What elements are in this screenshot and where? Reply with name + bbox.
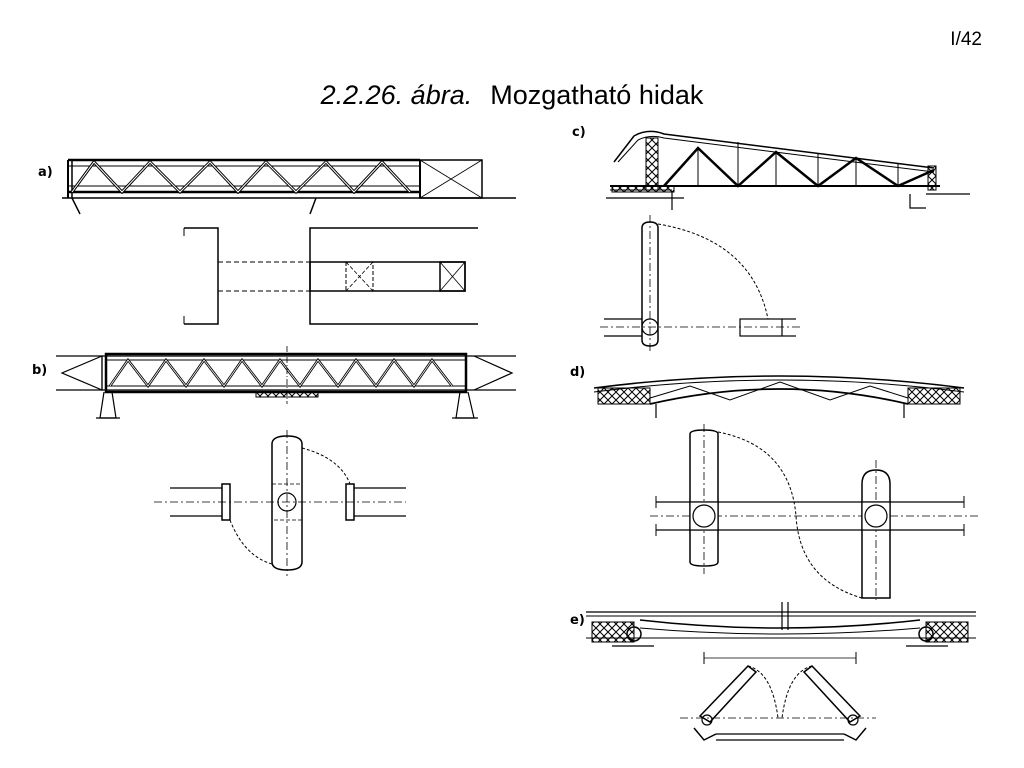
- figure-d-plan: [650, 424, 980, 600]
- figure-b-elevation: [56, 346, 516, 419]
- figure-e-plan: [680, 652, 876, 741]
- figure-title: 2.2.26. ábra. Mozgatható hidak: [0, 80, 1024, 111]
- figure-a-plan: [183, 227, 478, 325]
- figure-b: b): [32, 346, 516, 576]
- figure-b-plan: [154, 430, 406, 576]
- figure-e: e): [570, 602, 976, 741]
- page-number: I/42: [950, 29, 982, 50]
- figure-a-elevation: [62, 158, 516, 215]
- figure-c: c): [572, 125, 970, 352]
- figure-c-plan: [600, 215, 800, 352]
- figure-a-label: a): [38, 165, 53, 180]
- figure-d-label: d): [570, 365, 585, 380]
- figure-e-label: e): [570, 613, 585, 628]
- figure-c-label: c): [572, 125, 586, 140]
- figure-a: a): [38, 158, 516, 325]
- figure-d-elevation: [593, 375, 965, 418]
- figure-d: d): [570, 365, 980, 600]
- figure-e-elevation: [586, 602, 976, 647]
- figure-c-elevation: [606, 130, 970, 210]
- figure-number: 2.2.26. ábra.: [320, 80, 473, 110]
- figure-caption: Mozgatható hidak: [490, 80, 704, 110]
- figure-b-label: b): [32, 363, 47, 378]
